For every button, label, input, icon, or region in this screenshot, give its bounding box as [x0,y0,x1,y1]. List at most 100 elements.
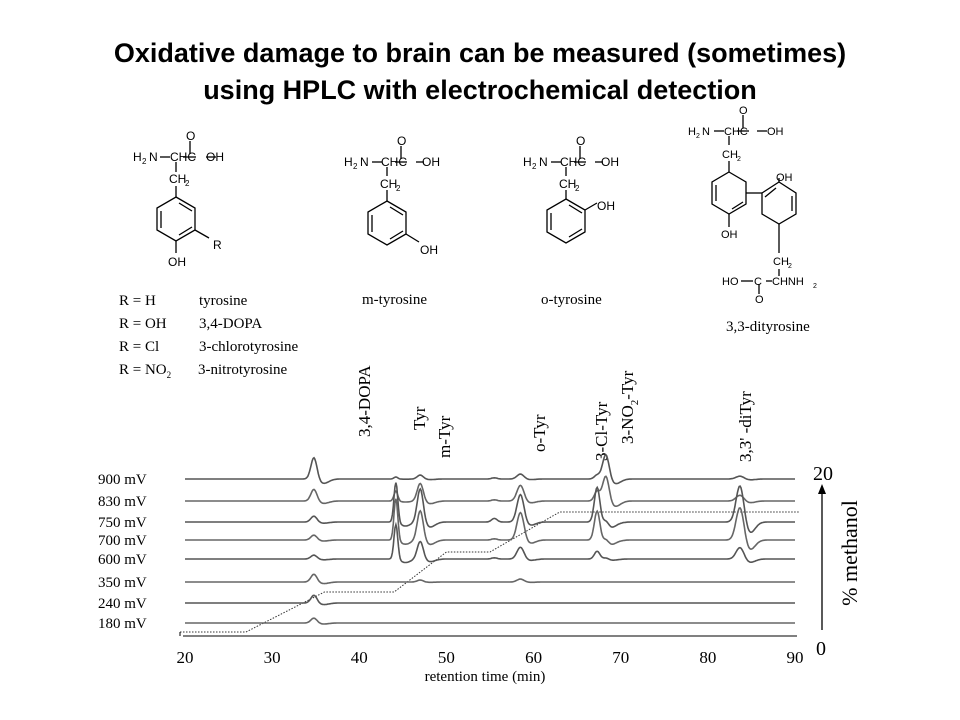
ditr-nh2-sub: 2 [813,283,817,290]
mtyr-ch2-sub: 2 [396,184,401,193]
r-group-row: R = NO2 3-nitrotyrosine [119,359,379,382]
chromatogram-trace [185,498,795,550]
otyr-amine-h: H [523,155,532,169]
ditr-amine-n: N [702,126,710,138]
tyr-r-group: R [213,238,222,252]
trace-voltage-label: 350 mV [98,575,147,591]
peak-label: 3-NO2-Tyr [618,370,641,444]
slide-title-line-1: Oxidative damage to brain can be measure… [113,38,847,68]
peak-label-subscript: 2 [629,400,641,406]
otyr-amine-n: N [539,155,548,169]
ditr-carbonyl-o-bottom: O [755,294,764,306]
mtyr-ch2: CH [380,177,397,191]
mtyr-amine-h: H [344,155,353,169]
x-tick-label: 70 [612,648,629,667]
mtyr-phenol-oh: OH [420,243,438,257]
peak-labels: 3,4-DOPA Tyr m-Tyr o-Tyr 3-Cl-Tyr 3-NO2-Tyr 3,… [355,365,755,462]
x-tick-label: 50 [438,648,455,667]
ditr-carbonyl-o: O [739,105,748,117]
ditr-ch2-bottom-sub: 2 [788,263,792,270]
ditr-oh-left: OH [721,229,738,241]
r-group-compound: 3,4-DOPA [199,316,263,332]
peak-label-suffix: -Tyr [618,370,637,399]
r-group-value: R = NO2 [119,359,171,387]
chromatogram-trace [185,594,795,606]
tyr-phenol-oh: OH [168,255,186,269]
peak-label-text: 3-Cl-Tyr [592,401,611,461]
ditr-ch2-top-sub: 2 [737,156,741,163]
otyr-phenol-oh: OH [597,199,615,213]
chromatogram-trace [185,475,795,508]
peak-label: Tyr [410,406,429,430]
x-tick-label: 90 [787,648,804,667]
mtyr-amine-n: N [360,155,369,169]
chromatogram-trace [185,482,795,534]
m-tyrosine-name: m-tyrosine [362,292,427,308]
r-group-value: R = Cl [119,339,160,355]
chromatogram-traces [185,453,795,625]
r-group-row: R = Cl 3-chlorotyrosine [119,336,379,359]
tyr-ch2-sub: 2 [185,179,190,188]
peak-label: m-Tyr [435,415,454,458]
methanol-gradient [179,484,826,636]
otyr-ch2-sub: 2 [575,184,580,193]
peak-label-text: Tyr [410,406,429,430]
otyr-amine-sub: 2 [532,162,537,171]
peak-label-text: 3,3' -diTyr [736,391,755,462]
tyr-acid-oh: OH [206,150,224,164]
trace-voltage-label: 750 mV [98,515,147,531]
trace-voltage-label: 180 mV [98,616,147,632]
gradient-line [180,511,800,633]
peak-label: 3,4-DOPA [355,365,374,437]
r-group-value: R = OH [119,316,167,332]
gradient-arrowhead [818,484,826,494]
chromatogram-trace [185,453,795,485]
chromatogram-trace [185,521,795,564]
dityrosine-name: 3,3-dityrosine [726,319,810,335]
tyr-amine-n: N [149,150,158,164]
tyr-amine-sub: 2 [142,157,147,166]
ditr-carboxyl-c: C [754,276,762,288]
trace-voltage-label: 240 mV [98,596,147,612]
ditr-oh-right: OH [776,172,793,184]
otyr-ch2: CH [559,177,576,191]
r-group-compound: 3-chlorotyrosine [199,339,299,355]
trace-voltage-label: 900 mV [98,472,147,488]
x-axis-title: retention time (min) [425,669,546,685]
peak-label-text: 3,4-DOPA [355,365,374,437]
otyr-carbonyl-o: O [576,134,585,148]
peak-label-text: 3-NO [618,405,637,444]
chromatogram-trace [185,617,795,625]
mtyr-amine-sub: 2 [353,162,358,171]
r-group-nitro: R = NO [119,362,167,378]
mtyr-carbonyl-o: O [397,134,406,148]
gradient-bottom-label: 0 [816,638,826,660]
peak-label-text: o-Tyr [530,414,549,452]
chromatogram-trace [185,573,795,585]
tyr-carbonyl-o: O [186,129,195,143]
trace-voltage-label: 700 mV [98,533,147,549]
x-tick-label: 60 [525,648,542,667]
r-group-value: R = H [119,293,156,309]
ditr-ch2-bottom: CH [773,256,789,268]
x-tick-label: 20 [177,648,194,667]
mtyr-alpha-carbon: CHC [381,155,407,169]
ditr-alpha-carbon: CHC [724,126,748,138]
trace-voltage-label: 830 mV [98,494,147,510]
r-group-nitro-sub: 2 [166,370,172,380]
peak-label: 3,3' -diTyr [736,391,755,462]
mtyr-acid-oh: OH [422,155,440,169]
peak-label: 3-Cl-Tyr [592,401,611,461]
o-tyrosine-name: o-tyrosine [541,292,602,308]
x-tick-label: 40 [351,648,368,667]
x-tick-label: 80 [699,648,716,667]
ditr-chnh: CHNH [772,276,804,288]
peak-label-text: m-Tyr [435,415,454,458]
gradient-top-label: 20 [813,463,833,485]
gradient-axis-label: % methanol [837,500,862,606]
otyr-acid-oh: OH [601,155,619,169]
tyr-ch2: CH [169,172,186,186]
